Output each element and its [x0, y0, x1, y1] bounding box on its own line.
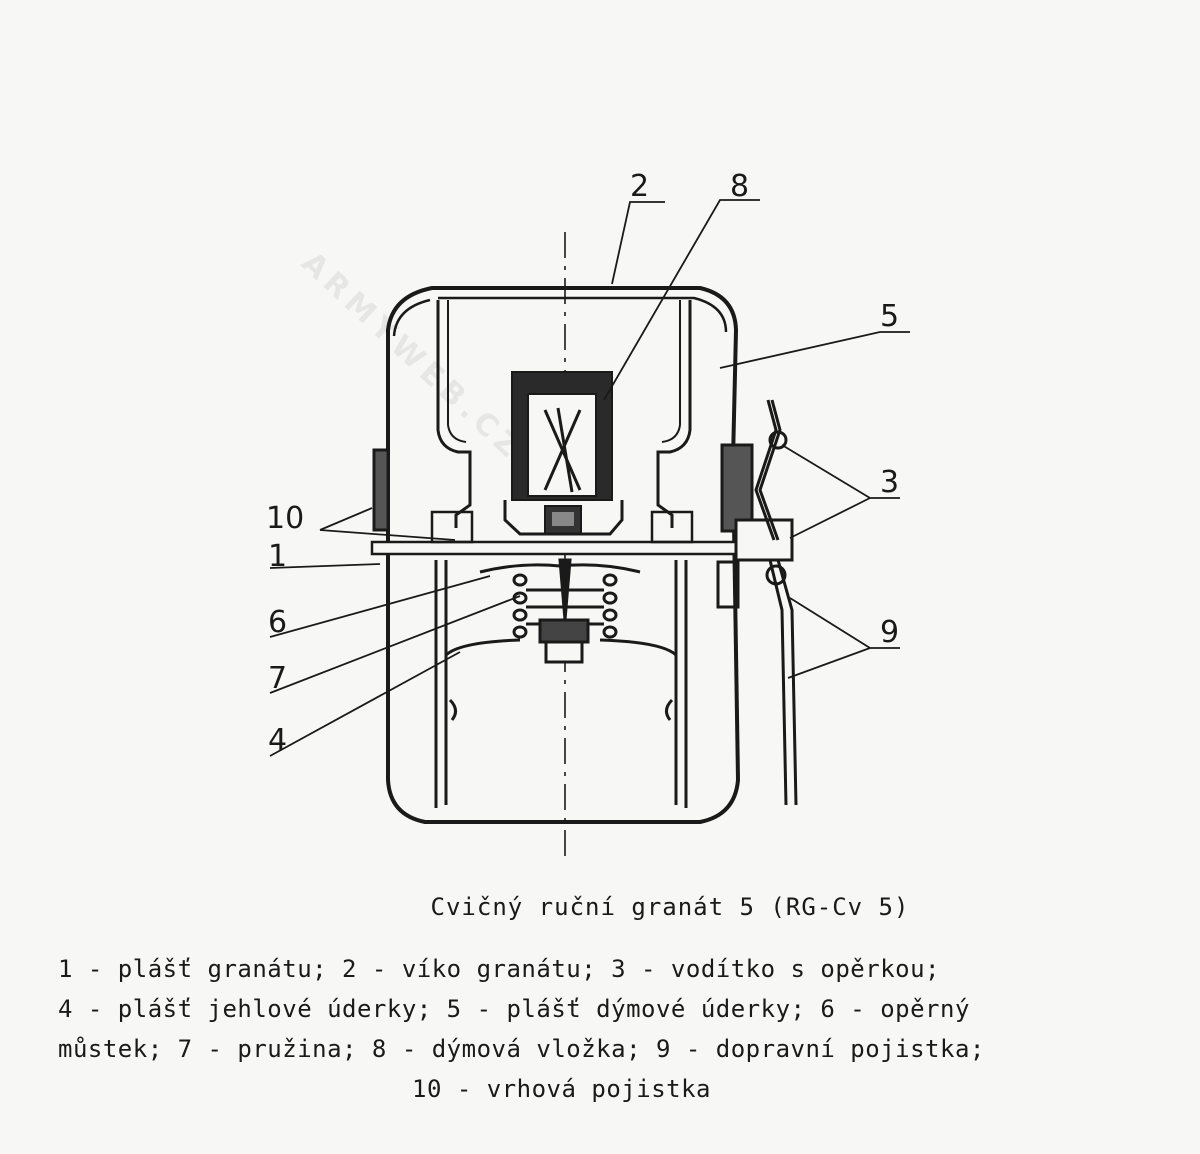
callout-6: 6	[268, 605, 287, 640]
callout-8: 8	[730, 169, 749, 204]
legend-line: 4 - plášť jehlové úderky; 5 - plášť dýmo…	[58, 995, 970, 1023]
callout-1: 1	[268, 539, 287, 574]
side-lever	[372, 399, 798, 806]
figure-caption: Cvičný ruční granát 5 (RG-Cv 5)	[430, 893, 910, 921]
callout-2: 2	[630, 169, 649, 204]
outer-shell	[386, 286, 741, 824]
figure-legend: 1 - plášť granátu; 2 - víko granátu; 3 -…	[58, 949, 1158, 1109]
callout-7: 7	[268, 661, 287, 696]
needle-striker-shell	[434, 560, 688, 808]
spring-assembly	[479, 558, 641, 664]
grenade-cross-section-diagram: ARMYWEB.CZ	[266, 169, 910, 862]
leader-lines	[269, 199, 910, 757]
callout-labels: 2 8 5 3 10 1 6 7 4 9	[266, 169, 899, 758]
callout-5: 5	[880, 299, 899, 334]
legend-line: 10 - vrhová pojistka	[412, 1075, 711, 1103]
smoke-insert	[503, 371, 624, 536]
callout-10: 10	[266, 501, 304, 536]
shell-bar	[370, 510, 794, 556]
watermark-text: ARMYWEB.CZ	[295, 245, 531, 468]
callout-9: 9	[880, 615, 899, 650]
legend-line: 1 - plášť granátu; 2 - víko granátu; 3 -…	[58, 955, 941, 983]
legend-line: můstek; 7 - pružina; 8 - dýmová vložka; …	[58, 1035, 985, 1063]
callout-3: 3	[880, 465, 899, 500]
callout-4: 4	[268, 723, 287, 758]
inner-housing	[436, 300, 692, 528]
